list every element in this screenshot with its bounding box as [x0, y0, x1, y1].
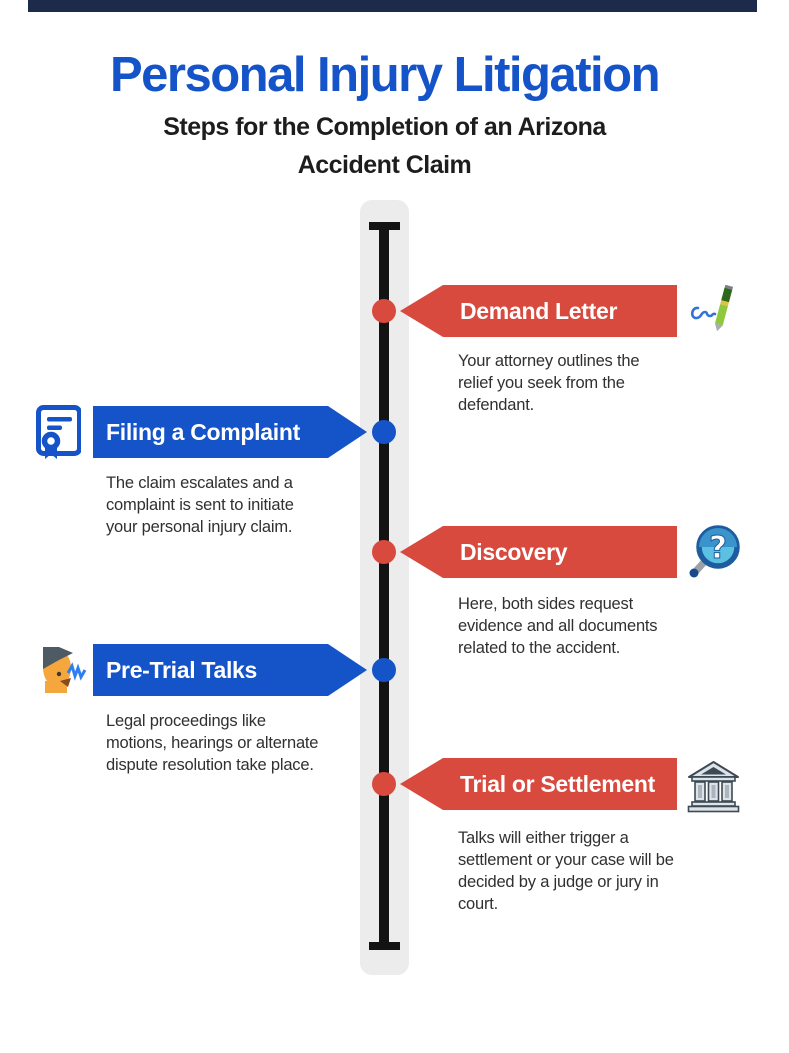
speaking-person-icon [43, 647, 87, 693]
banner-label-demand-letter: Demand Letter [460, 297, 618, 324]
banner-demand-letter: Demand Letter [400, 285, 677, 337]
description-filing-complaint: The claim escalates and a complaint is s… [106, 474, 294, 536]
timeline-dot-demand-letter [372, 299, 396, 323]
description-pretrial-talks: Legal proceedings like motions, hearings… [106, 712, 319, 774]
timeline-line [379, 223, 389, 949]
banner-label-trial-settlement: Trial or Settlement [460, 770, 655, 797]
page-subtitle: Steps for the Completion of an Arizona A… [163, 113, 606, 179]
description-demand-letter: Your attorney outlines the relief you se… [458, 352, 640, 414]
banner-discovery: Discovery [400, 526, 677, 578]
banner-trial-settlement: Trial or Settlement [400, 758, 677, 810]
timeline-dot-pretrial-talks [372, 658, 396, 682]
banner-label-pretrial-talks: Pre-Trial Talks [106, 656, 258, 683]
certificate-document-icon [36, 405, 81, 459]
courthouse-icon [687, 761, 740, 813]
banner-filing-complaint: Filing a Complaint [93, 406, 367, 458]
pen-signature-icon [690, 285, 734, 332]
page-title: Personal Injury Litigation [109, 48, 661, 102]
magnifier-question-icon: ? [689, 525, 740, 578]
description-discovery: Here, both sides request evidence and al… [458, 595, 658, 657]
timeline-dot-trial-settlement [372, 772, 396, 796]
banner-label-discovery: Discovery [460, 538, 568, 565]
timeline-bottom-cap [369, 942, 400, 950]
timeline-top-cap [369, 222, 400, 230]
timeline-dot-filing-complaint [372, 420, 396, 444]
timeline-dot-discovery [372, 540, 396, 564]
banner-pretrial-talks: Pre-Trial Talks [93, 644, 367, 696]
banner-label-filing-complaint: Filing a Complaint [106, 418, 300, 445]
svg-text:?: ? [709, 530, 727, 566]
description-trial-settlement: Talks will either trigger a settlement o… [458, 829, 674, 913]
top-accent-bar [28, 0, 757, 12]
